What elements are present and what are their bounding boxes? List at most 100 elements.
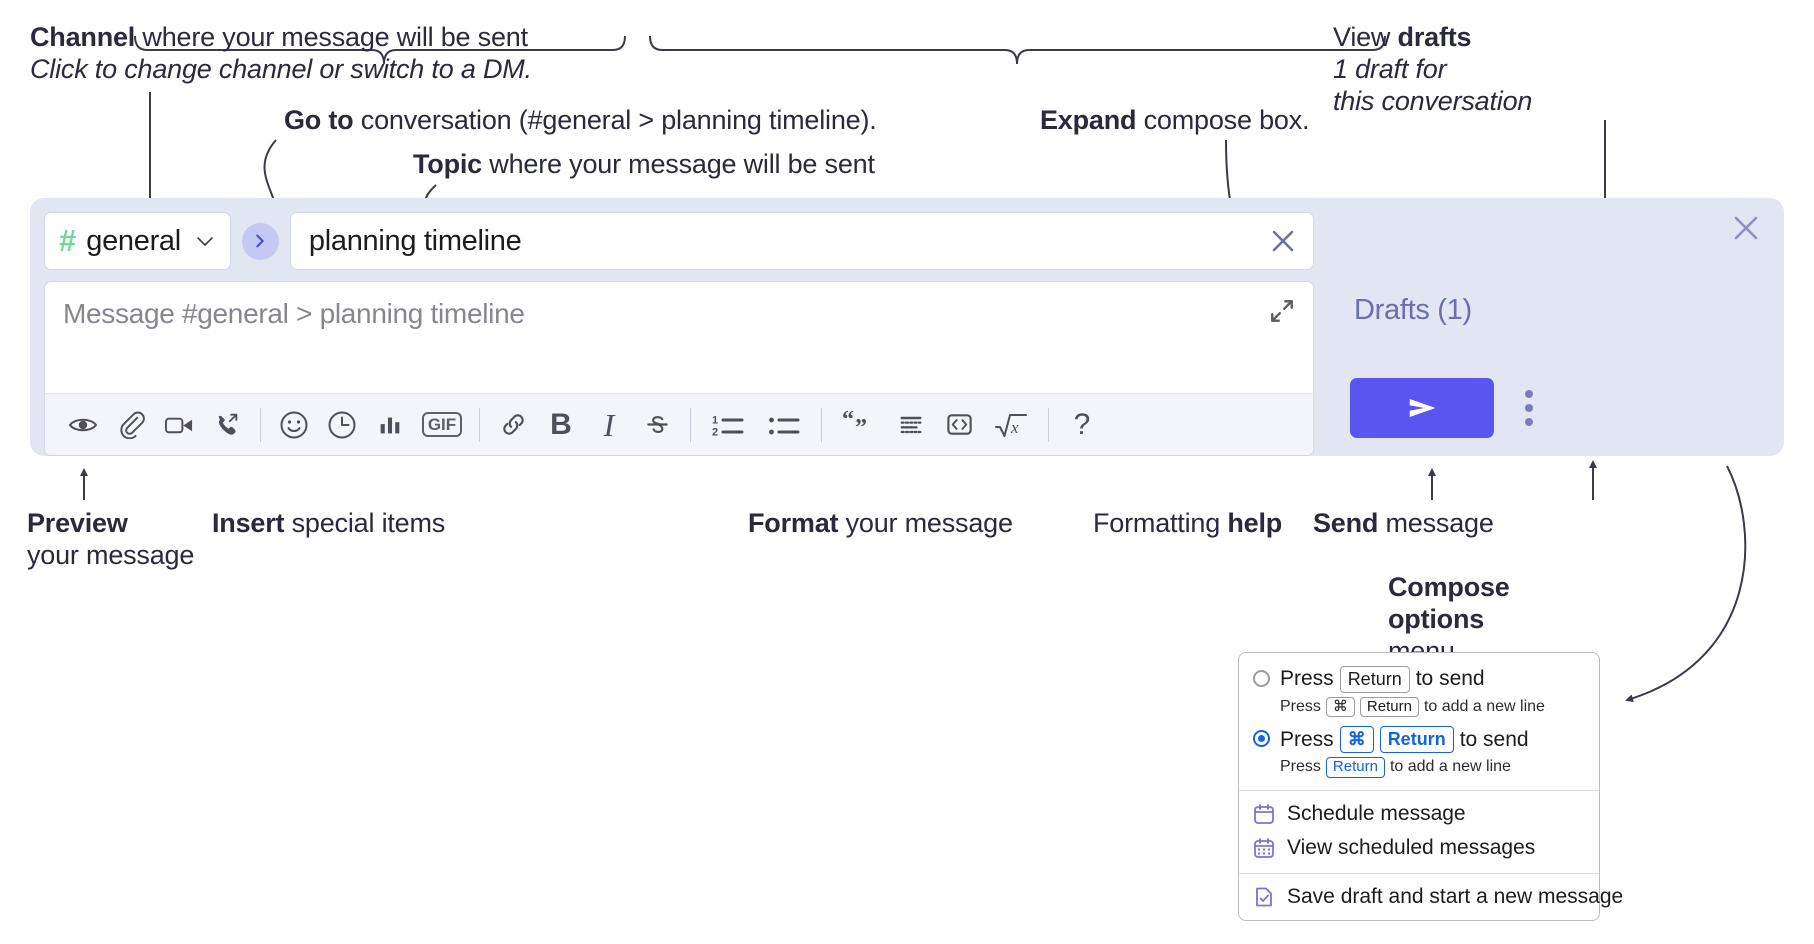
key-command: ⌘ [1325, 696, 1355, 718]
annotation-topic-rest: where your message will be sent [482, 149, 875, 179]
topic-input[interactable]: planning timeline [308, 224, 522, 257]
send-button[interactable] [1350, 378, 1494, 438]
annotation-format-bold: Format [748, 508, 839, 538]
italic-icon[interactable]: I [585, 402, 633, 448]
send-row [1350, 378, 1766, 442]
annotation-goto-rest: conversation (#general > planning timeli… [353, 105, 877, 135]
message-composer: Message #general > planning timeline [44, 281, 1314, 456]
close-icon[interactable] [1265, 223, 1301, 259]
gif-label: GIF [421, 412, 463, 437]
menu-option-cmd-return-to-send[interactable]: Press ⌘ Return to send Press Return to a… [1239, 721, 1599, 781]
annotation-topic-bold: Topic [413, 149, 482, 179]
menu-option-sub-line: Press ⌘ Return to add a new line [1280, 696, 1545, 718]
toolbar-divider [479, 407, 480, 442]
menu-item-schedule-message[interactable]: Schedule message [1239, 797, 1599, 831]
channel-selector[interactable]: # general [44, 212, 231, 270]
paper-plane-icon [1409, 399, 1436, 417]
phone-call-icon[interactable] [203, 402, 251, 448]
help-icon[interactable]: ? [1058, 402, 1106, 448]
menu-sub-prefix: Press [1280, 697, 1321, 715]
goto-conversation-button[interactable] [241, 222, 279, 260]
toolbar-divider [1048, 407, 1049, 442]
key-return: Return [1359, 696, 1419, 718]
bar-chart-icon[interactable] [366, 402, 414, 448]
hash-icon: # [59, 222, 77, 258]
math-icon[interactable]: x [983, 402, 1039, 448]
annotation-goto-bold: Go to [284, 105, 354, 135]
annotation-help-lead: Formatting [1093, 508, 1228, 538]
gif-icon[interactable]: GIF [414, 402, 470, 448]
key-return: Return [1379, 726, 1454, 753]
preview-icon[interactable] [59, 402, 107, 448]
annotation-preview-rest: your message [27, 539, 195, 570]
annotation-send-bold: Send [1313, 508, 1379, 538]
key-return: Return [1339, 666, 1410, 693]
menu-option-sub-line: Press Return to add a new line [1280, 756, 1529, 778]
topic-field[interactable]: planning timeline [289, 212, 1314, 270]
bold-icon[interactable]: B [537, 402, 585, 448]
annotation-channel-sub: Click to change channel or switch to a D… [30, 53, 532, 84]
menu-sub-prefix: Press [1280, 758, 1321, 776]
compose-options-menu: Press Return to send Press ⌘ Return to a… [1238, 652, 1623, 921]
strikethrough-icon[interactable] [633, 402, 681, 448]
menu-option-main-line: Press ⌘ Return to send [1280, 726, 1529, 753]
svg-text:2: 2 [712, 426, 718, 438]
ordered-list-icon[interactable]: 1 2 [700, 402, 756, 448]
clock-icon[interactable] [318, 402, 366, 448]
blockquote-icon[interactable]: “ ” [831, 402, 887, 448]
key-command: ⌘ [1339, 726, 1374, 753]
save-draft-icon [1253, 886, 1275, 908]
svg-text:1: 1 [712, 414, 718, 426]
menu-item-label: View scheduled messages [1287, 835, 1536, 859]
more-options-icon[interactable] [1512, 385, 1546, 431]
link-icon[interactable] [489, 402, 537, 448]
annotation-channel: Channel where your message will be sent … [30, 22, 532, 86]
help-label: ? [1073, 407, 1091, 441]
annotation-expand-bold: Expand [1040, 105, 1137, 135]
toolbar-divider [690, 407, 691, 442]
expand-diagonal-icon[interactable] [1265, 294, 1299, 328]
annotation-insert-bold: Insert [212, 508, 285, 538]
annotation-channel-bold: Channel [30, 22, 136, 52]
menu-sub-suffix: to add a new line [1423, 697, 1545, 715]
annotation-send: Send message [1313, 508, 1494, 540]
annotation-preview-bold: Preview [27, 508, 128, 538]
annotation-insert: Insert special items [212, 508, 445, 540]
paperclip-icon[interactable] [107, 402, 155, 448]
annotation-goto: Go to conversation (#general > planning … [284, 105, 877, 137]
annotation-help-bold: help [1227, 508, 1283, 538]
inline-code-icon[interactable] [935, 402, 983, 448]
annotation-insert-rest: special items [284, 508, 446, 538]
annotation-help: Formatting help [1093, 508, 1282, 540]
compose-right-column: Drafts (1) [1314, 198, 1784, 456]
svg-text:”: ” [855, 415, 867, 440]
toolbar-divider [821, 407, 822, 442]
radio-selected-icon[interactable] [1253, 730, 1270, 748]
annotation-preview: Preview your message [27, 508, 194, 572]
menu-item-view-scheduled-messages[interactable]: View scheduled messages [1239, 831, 1599, 865]
menu-sub-suffix: to add a new line [1389, 758, 1511, 776]
annotation-format-rest: your message [838, 508, 1013, 538]
video-camera-icon[interactable] [155, 402, 203, 448]
close-icon[interactable] [1726, 208, 1766, 248]
compose-left-column: # general planning timeline [30, 198, 1314, 456]
annotation-compose-bold1: Compose [1388, 572, 1510, 602]
menu-option-return-to-send[interactable]: Press Return to send Press ⌘ Return to a… [1239, 661, 1599, 721]
annotation-format: Format your message [748, 508, 1013, 540]
bold-label: B [550, 407, 572, 441]
menu-option-prefix: Press [1280, 667, 1334, 691]
menu-item-save-draft[interactable]: Save draft and start a new message [1239, 880, 1623, 914]
menu-divider [1239, 872, 1599, 874]
menu-option-main-line: Press Return to send [1280, 666, 1545, 693]
annotation-topic: Topic where your message will be sent [413, 149, 875, 181]
drafts-link[interactable]: Drafts (1) [1354, 294, 1472, 326]
emoji-icon[interactable] [270, 402, 318, 448]
menu-divider [1239, 789, 1599, 791]
message-input[interactable]: Message #general > planning timeline [45, 282, 1313, 393]
compose-header-row: # general planning timeline [44, 212, 1314, 270]
code-block-icon[interactable] [887, 402, 935, 448]
bulleted-list-icon[interactable] [756, 402, 812, 448]
key-return: Return [1325, 756, 1385, 778]
radio-unselected-icon[interactable] [1253, 670, 1270, 687]
